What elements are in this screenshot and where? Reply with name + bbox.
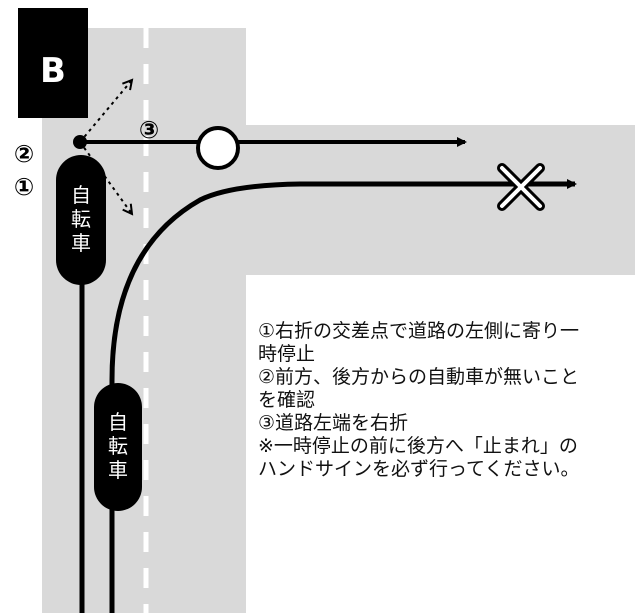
bike-lower-char-1: 自 — [108, 410, 128, 434]
instruction-line: を確認 — [258, 389, 316, 411]
bike-lower-char-2: 転 — [108, 434, 128, 458]
bike-lower-char-3: 車 — [108, 458, 128, 482]
instruction-line: ハンドサインを必ず行ってください。 — [258, 458, 580, 480]
corner-label: B — [40, 51, 66, 91]
bicycle-lower: 自 転 車 — [94, 383, 142, 511]
bike-upper-char-3: 車 — [71, 231, 91, 255]
horizontal-road — [42, 125, 635, 275]
instruction-line: ①右折の交差点で道路の左側に寄り一 — [258, 320, 580, 342]
stop-point — [73, 135, 87, 149]
check-backward-arrow — [79, 141, 132, 214]
instruction-line: ③道路左端を右折 — [258, 412, 409, 434]
step1-label: ① — [14, 173, 34, 201]
instruction-line: ②前方、後方からの自動車が無いこと — [258, 366, 580, 388]
instruction-line: 時停止 — [258, 343, 316, 365]
bicycle-upper: 自 転 車 — [56, 155, 106, 285]
curved-turn-path — [109, 179, 577, 613]
corner-label-box — [18, 8, 88, 118]
bike-upper-char-1: 自 — [71, 183, 91, 207]
instructions-text: ①右折の交差点で道路の左側に寄り一 時停止 ②前方、後方からの自動車が無いこと … — [258, 320, 630, 481]
bike-upper-char-2: 転 — [71, 207, 91, 231]
cross-ng-icon — [497, 163, 545, 211]
step3-label: ③ — [139, 116, 159, 144]
circle-ok-icon — [196, 126, 240, 170]
instruction-line: ※一時停止の前に後方へ「止まれ」の — [258, 435, 578, 457]
step2-label: ② — [14, 140, 34, 168]
